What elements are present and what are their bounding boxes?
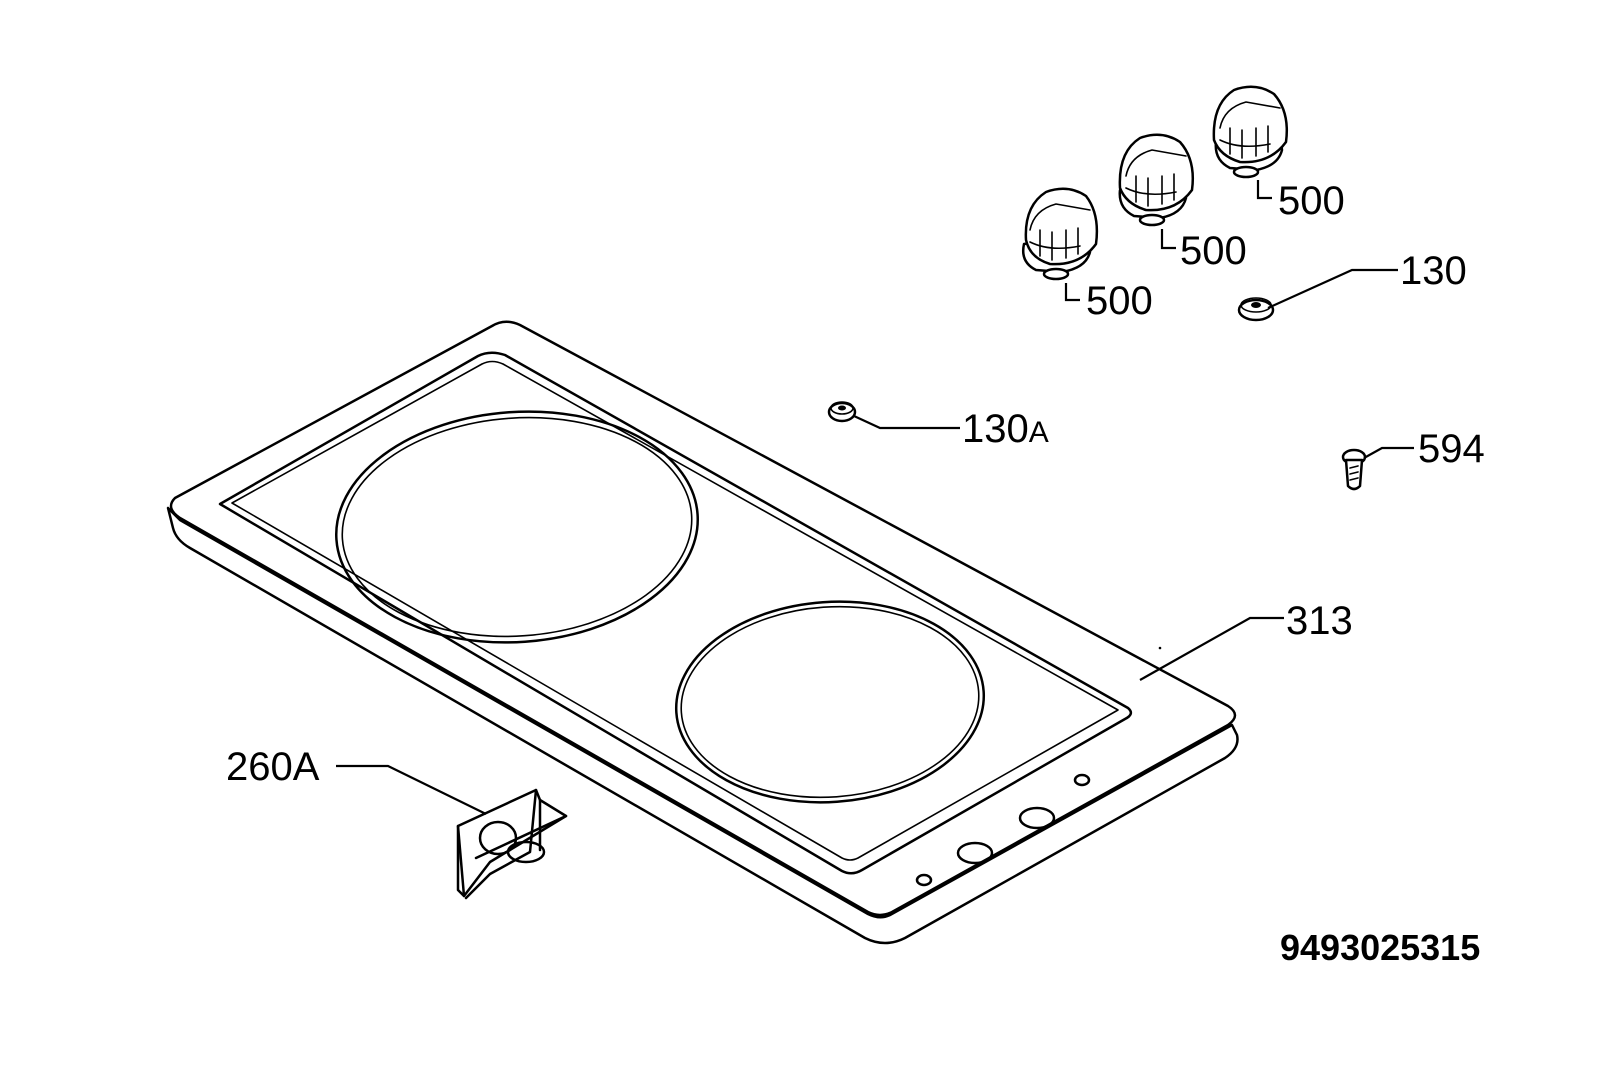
leader-313 <box>1139 616 1284 681</box>
control-knob-2 <box>1118 133 1194 227</box>
bracket-260a <box>456 788 568 900</box>
callout-130a: 130A <box>962 407 1049 451</box>
callout-130a-suffix: A <box>1029 416 1049 449</box>
leader-260a <box>336 764 487 815</box>
screw-594 <box>1341 448 1367 491</box>
hob-cooktop <box>166 320 1239 945</box>
callout-knob-1: 500 <box>1086 279 1153 323</box>
callout-130: 130 <box>1400 249 1467 293</box>
leader-130 <box>1267 268 1398 310</box>
callout-313: 313 <box>1286 599 1353 643</box>
callout-260a: 260A <box>226 745 320 789</box>
nut-130 <box>1237 297 1275 322</box>
callout-knob-2: 500 <box>1180 229 1247 273</box>
leader-knob-1 <box>1064 283 1080 302</box>
leader-knob-2 <box>1160 229 1176 250</box>
control-knob-3 <box>1212 85 1288 179</box>
callout-knob-3: 500 <box>1278 179 1345 223</box>
leader-594 <box>1363 446 1414 459</box>
control-knob-1 <box>1022 187 1099 281</box>
leader-130a <box>853 415 960 430</box>
callout-594: 594 <box>1418 427 1485 471</box>
callout-130a-number: 130 <box>962 407 1029 451</box>
leader-knob-3 <box>1256 180 1272 200</box>
drawing-code: 9493025315 <box>1280 927 1480 968</box>
nut-130a <box>827 401 857 423</box>
